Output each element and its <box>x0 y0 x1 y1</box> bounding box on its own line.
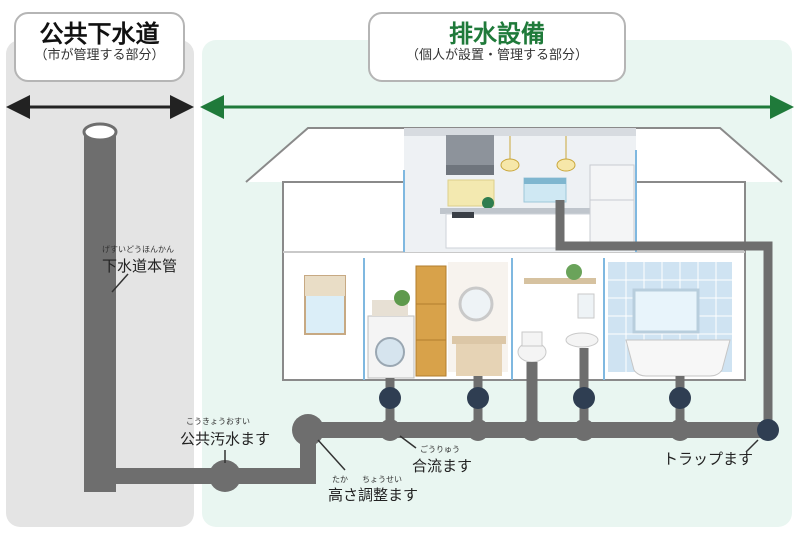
public-inlet-label: 公共汚水ます <box>180 430 271 448</box>
leader-lines <box>111 273 759 471</box>
height-adjust-basin <box>292 414 324 446</box>
trap-basin-label: トラップます <box>663 450 754 468</box>
public-sewer-title: 公共下水道 <box>39 20 160 48</box>
merge-basin <box>379 419 401 441</box>
drainage-facility-title-box: 排水設備 （個人が設置・管理する部分） <box>368 12 626 82</box>
merge-basin-label: 合流ます <box>412 457 473 475</box>
kitchen <box>403 128 637 252</box>
public-sewer-title-box: 公共下水道 （市が管理する部分） <box>14 12 185 82</box>
washroom <box>448 258 513 380</box>
merge-basin <box>669 419 691 441</box>
toilet-room <box>516 258 605 380</box>
bathroom <box>608 262 732 377</box>
height-basin-label: 高さ調整ます <box>328 486 419 504</box>
merge-basin-ruby: ごうりゅう <box>420 445 460 454</box>
trap-basin <box>467 387 489 409</box>
main-pipe-label: 下水道本管 <box>102 257 178 275</box>
merge-basin <box>521 419 543 441</box>
laundry-room <box>296 258 447 380</box>
trap-basins <box>379 387 779 441</box>
merge-basins <box>379 419 691 441</box>
drainage-facility-subtitle: （個人が設置・管理する部分） <box>405 48 588 63</box>
kitchen-drain-pipe <box>555 200 773 430</box>
public-inlet-ruby: こうきょうおすい <box>186 417 250 426</box>
merge-basin <box>467 419 489 441</box>
main-pipe-opening <box>82 122 118 142</box>
drainage-facility-title: 排水設備 <box>449 20 545 48</box>
trap-basin <box>669 387 691 409</box>
main-pipe-ruby: げすいどうほんかん <box>102 245 174 254</box>
merge-basin <box>573 419 595 441</box>
trap-basin <box>379 387 401 409</box>
public-inlet-basin <box>209 460 241 492</box>
height-basin-ruby-1: たか <box>332 475 348 484</box>
height-basin-ruby-2: ちょうせい <box>362 475 402 484</box>
public-sewer-subtitle: （市が管理する部分） <box>34 48 165 63</box>
trap-basin <box>757 419 779 441</box>
trap-basin <box>573 387 595 409</box>
